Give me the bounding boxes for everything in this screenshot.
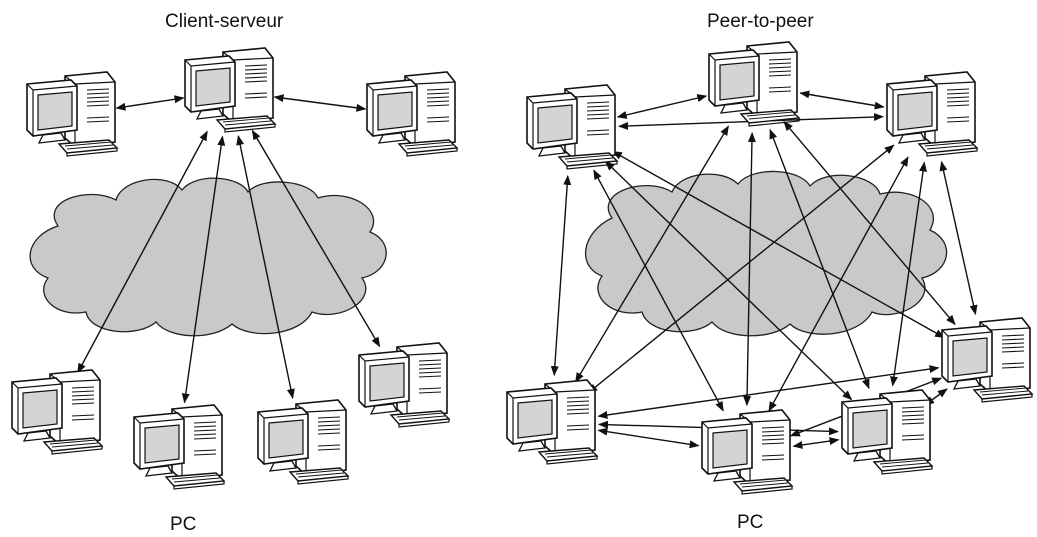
computer-icon — [366, 71, 458, 157]
cs-cloud — [29, 177, 387, 337]
peer-to-peer-title: Peer-to-peer — [707, 11, 814, 32]
computer-icon — [941, 317, 1033, 403]
cs-link-cs-left — [115, 95, 185, 111]
computer-icon — [701, 409, 793, 495]
cs-link-cs-bottom-4 — [251, 129, 381, 348]
computer-icon — [133, 404, 225, 490]
p2p-link-2-3 — [799, 90, 885, 110]
computer-icon — [526, 84, 618, 170]
cs-link-cs-right — [273, 94, 367, 112]
p2p-link-3-4 — [939, 160, 978, 316]
computer-icon — [708, 41, 800, 127]
client-server-title: Client-serveur — [165, 11, 284, 32]
computer-icon — [841, 389, 933, 475]
computer-icon — [257, 399, 349, 485]
computer-icon — [886, 71, 978, 157]
computer-icon — [358, 342, 450, 428]
computer-icon — [506, 379, 598, 465]
p2p-cloud — [584, 170, 948, 337]
cs-link-cs-bottom-2 — [181, 135, 226, 404]
computer-icon — [184, 47, 276, 133]
client-server-caption: PC — [170, 514, 197, 535]
p2p-link-6-7 — [597, 427, 700, 449]
p2p-link-4-7 — [597, 365, 940, 419]
computer-icon — [11, 369, 103, 455]
p2p-link-3-7 — [587, 144, 895, 394]
p2p-link-1-7 — [550, 174, 572, 377]
p2p-link-5-6 — [792, 437, 840, 449]
connection-lines — [77, 90, 978, 449]
computer-icon — [26, 71, 118, 157]
p2p-link-1-2 — [616, 94, 708, 119]
peer-to-peer-caption: PC — [737, 512, 764, 533]
